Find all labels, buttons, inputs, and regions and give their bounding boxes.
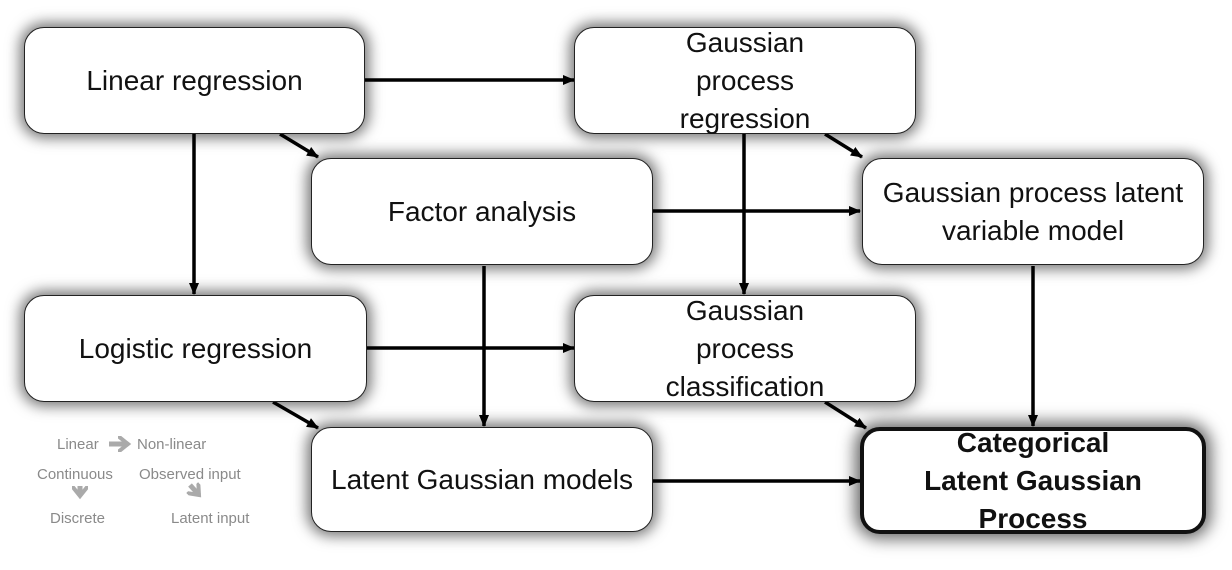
node-clgp-label: Categorical Latent Gaussian Process [924,426,1142,534]
node-gp-classification: Gaussian process classification [574,295,916,402]
edge-gpreg-gplvm [824,132,863,159]
node-factor-analysis: Factor analysis [311,158,653,265]
node-logistic-regression-label: Logistic regression [78,332,313,364]
edge-logreg-latentgm [272,400,319,430]
node-linear-regression-label: Linear regression [86,64,303,96]
legend-nonlinear: Non-linear [137,436,207,453]
legend-latent-input: Latent input [171,510,250,527]
node-clgp: Categorical Latent Gaussian Process [860,427,1206,534]
node-gp-regression-label: Gaussian process regression [679,26,811,134]
node-gplvm: Gaussian process latent variable model [862,158,1204,265]
legend-observed-arrow [190,485,199,495]
node-gp-regression: Gaussian process regression [574,27,916,134]
node-factor-analysis-label: Factor analysis [387,195,577,227]
legend-continuous: Continuous [37,466,113,483]
edge-linreg-factor [279,132,319,159]
edge-gpclass-clgp [824,400,867,430]
node-logistic-regression: Logistic regression [24,295,367,402]
node-linear-regression: Linear regression [24,27,365,134]
node-latent-gaussian-models-label: Latent Gaussian models [331,463,633,495]
legend-observed-input: Observed input [139,466,241,483]
legend-linear: Linear [57,436,99,453]
node-gplvm-label: Gaussian process latent variable model [882,176,1184,246]
node-latent-gaussian-models: Latent Gaussian models [311,427,653,532]
node-gp-classification-label: Gaussian process classification [665,294,825,402]
legend-discrete: Discrete [50,510,106,527]
